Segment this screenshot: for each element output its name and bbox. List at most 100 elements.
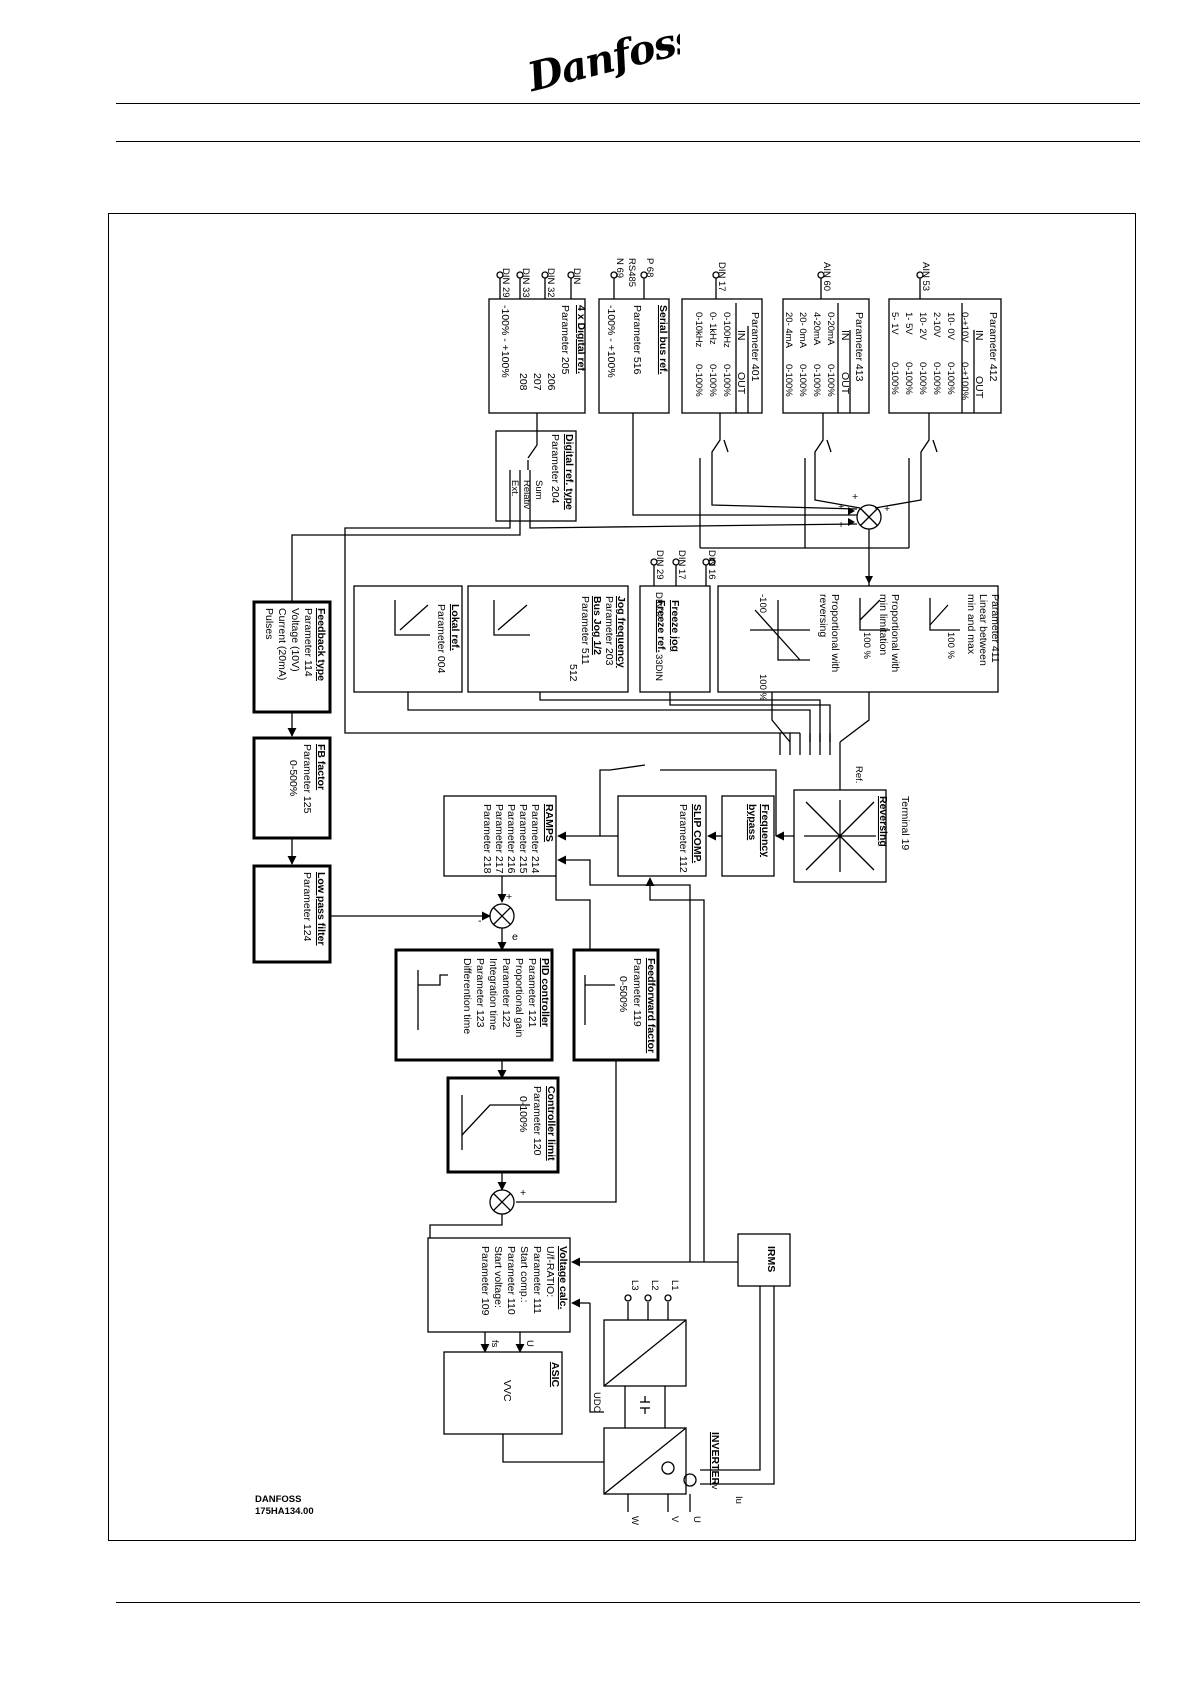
vcalc-startv: Start voltage: — [492, 1246, 504, 1308]
box-rectifier — [603, 1319, 687, 1387]
serial-ref-title: Serial bus ref. — [657, 305, 669, 375]
ff-title: Feedforward factor — [645, 958, 657, 1053]
labels: DIN 29 DIN 33 DIN 32 DIN N 69 RS485 P 68… — [255, 258, 1001, 1525]
climit-range: 0-100% — [517, 1096, 529, 1132]
p401-r3-in: 0-10kHz — [693, 312, 704, 348]
p413-r2-out: 0-100% — [811, 364, 822, 397]
inverter-iv: Iv — [709, 1482, 720, 1490]
p413-r2-in: 4-20mA — [811, 312, 822, 346]
term-din-33: DIN 33 — [520, 268, 531, 298]
vcalc-title: Voltage calc. — [557, 1246, 569, 1309]
box-serial-ref — [598, 298, 670, 414]
danfoss-logo: Danfoss — [522, 18, 680, 98]
freeze-jog: Freeze jog — [669, 600, 681, 652]
box-low-pass-filter — [252, 864, 332, 964]
p411-pos: 100 % — [757, 674, 768, 701]
freeze-din33: 33DIN — [653, 654, 664, 681]
jog-title: Jog frequency — [615, 596, 627, 668]
p401-r3-out: 0-100% — [693, 364, 704, 397]
motor-w: W — [629, 1516, 640, 1525]
p411-prop-min-2: min limitation — [877, 594, 889, 655]
box-freeze — [639, 585, 711, 693]
feedback-voltage: Voltage (10V) — [289, 608, 301, 672]
feedback-current: Current (20mA) — [276, 608, 288, 680]
digital-ref-title: 4 x Digital ref. — [575, 305, 587, 374]
p412-r5-in: 1- 5V — [903, 312, 914, 335]
p413-title: Parameter 413 — [853, 312, 865, 382]
box-voltage-calc — [427, 1237, 571, 1333]
ramps-p214: Parameter 214 — [529, 804, 541, 874]
digital-ref-param: Parameter 205 — [559, 305, 571, 375]
p412-r1-in: 0-±10V — [959, 312, 970, 343]
digital-ref-range: -100% - +100% — [499, 305, 511, 378]
footer-rule — [116, 1602, 1140, 1603]
plus-sign-2: + — [884, 503, 890, 515]
term-ain-60: AIN 60 — [821, 262, 832, 291]
fb-title: FB factor — [315, 744, 327, 790]
bypass-l1: Frequency — [759, 804, 771, 857]
p412-r3-in: 2-10V — [931, 312, 942, 338]
irms-label: IRMS — [765, 1246, 777, 1272]
p411-title: Parameter 411 — [989, 594, 1001, 663]
lokal-title: Lokal ref. — [449, 604, 461, 651]
feedback-pulses: Pulses — [263, 608, 275, 640]
motor-v: V — [669, 1516, 680, 1523]
plus-speed: + — [520, 1187, 526, 1199]
p413-r3-in: 20- 0mA — [797, 312, 808, 349]
p401-head-out: OUT — [735, 372, 747, 395]
term-p-68: P 68 — [644, 258, 655, 277]
inverter-iu: Iu — [733, 1496, 744, 1504]
lokal-param: Parameter 004 — [435, 604, 447, 674]
plus-error: + — [506, 891, 512, 903]
freeze-term-29: DIN 29 — [654, 550, 665, 580]
box-jog — [467, 585, 629, 693]
feedback-title: Feedback type — [315, 608, 327, 681]
ramps-p216: Parameter 216 — [505, 804, 517, 874]
mains-l2: L2 — [649, 1280, 660, 1291]
p412-r4-in: 10- 2V — [917, 312, 928, 341]
digi-type-relativ: Relativ — [521, 480, 532, 509]
p412-r6-in: 5- 1V — [889, 312, 900, 335]
slip-param: Parameter 112 — [677, 804, 689, 873]
p412-head-in: IN — [973, 330, 985, 341]
motor-u: U — [691, 1516, 702, 1523]
box-param-411 — [717, 585, 999, 693]
box-param-413 — [782, 298, 870, 414]
p401-r1-in: 0-100Hz — [721, 312, 732, 348]
ramps-p215: Parameter 215 — [517, 804, 529, 874]
p411-linear-1: Linear between — [977, 594, 989, 666]
term-din-17: DIN 17 — [716, 262, 727, 292]
box-digital-ref-type — [495, 430, 577, 522]
plus-sign-1: + — [852, 491, 858, 503]
vcalc-p109: Parameter 109 — [479, 1246, 491, 1316]
jog-p203: Parameter 203 — [603, 596, 615, 666]
header-rule-bottom — [116, 141, 1140, 142]
p411-prop-rev-1: Proportional with — [829, 594, 841, 672]
p401-head-in: IN — [735, 330, 747, 341]
serial-ref-range: -100% - +100% — [605, 305, 617, 378]
p411-prop-min-1: Proportional with — [889, 594, 901, 672]
box-param-412 — [888, 298, 1002, 414]
mains-l3: L3 — [629, 1280, 640, 1291]
p412-title: Parameter 412 — [987, 312, 999, 382]
digital-ref-208: 208 — [517, 373, 529, 391]
reversing-ref: Ref. — [853, 766, 864, 783]
ramps-p217: Parameter 217 — [493, 804, 505, 874]
p411-pct-2: 100 % — [861, 632, 872, 659]
pid-prop: Proportional gain — [513, 958, 525, 1038]
pid-title: PID controller — [539, 958, 551, 1027]
lowpass-title: Low pass filter — [315, 872, 327, 946]
serial-ref-param: Parameter 516 — [631, 305, 643, 375]
digital-ref-206: 206 — [545, 373, 557, 391]
ff-range: 0-500% — [617, 976, 629, 1012]
plus-sign-3: + — [838, 501, 844, 513]
box-param-401 — [681, 298, 763, 414]
p412-r5-out: 0-100% — [903, 362, 914, 395]
error-e: e — [512, 931, 518, 943]
jog-p511: Parameter 511 — [579, 596, 591, 665]
reversing-title: Reversing — [877, 796, 889, 847]
p413-r1-out: 0-100% — [825, 364, 836, 397]
freeze-ref: Freeze ref. — [655, 600, 667, 653]
p413-r3-out: 0-100% — [797, 364, 808, 397]
climit-title: Controller limit — [545, 1086, 557, 1161]
